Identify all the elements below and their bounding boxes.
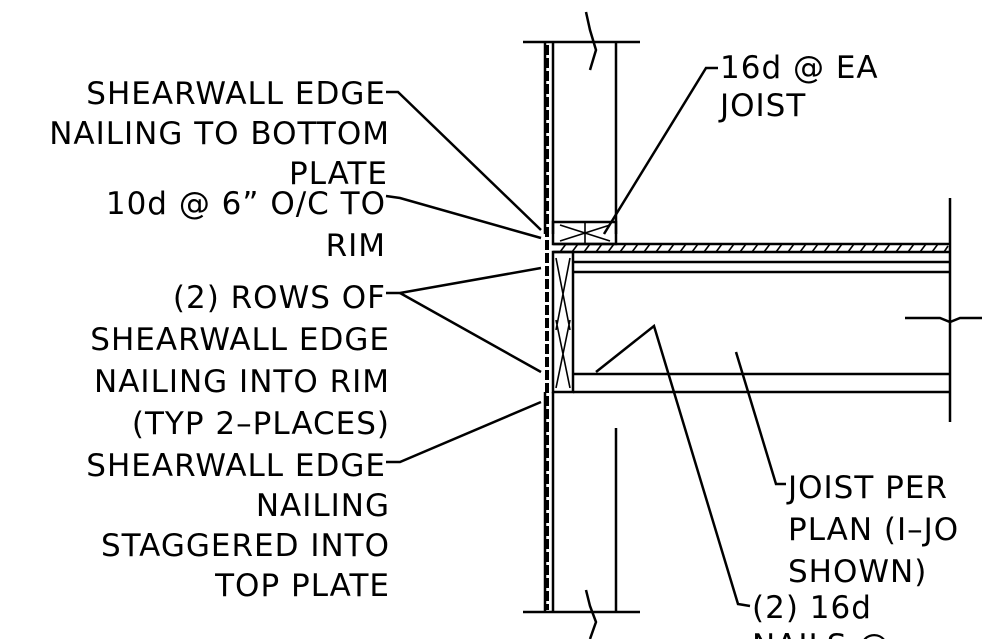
subfloor-sheathing — [553, 242, 950, 254]
svg-text:16d @ EA: 16d @ EA — [720, 50, 879, 86]
leader-lines — [385, 66, 786, 608]
svg-text:PLAN (I–JO: PLAN (I–JO — [788, 512, 959, 548]
svg-text:SHEARWALL EDGE: SHEARWALL EDGE — [86, 448, 386, 484]
svg-text:NAILING INTO RIM: NAILING INTO RIM — [94, 364, 390, 400]
svg-text:(TYP 2–PLACES): (TYP 2–PLACES) — [132, 406, 390, 442]
break-symbol-right — [905, 316, 982, 324]
svg-text:TOP PLATE: TOP PLATE — [214, 568, 390, 604]
svg-text:SHOWN): SHOWN) — [788, 554, 927, 590]
svg-text:JOIST: JOIST — [718, 88, 806, 124]
callout-joist-nails: 16d @ EA JOIST — [718, 50, 879, 124]
callout-staggered-top-plate: SHEARWALL EDGE NAILING STAGGERED INTO TO… — [86, 448, 390, 604]
svg-text:SHEARWALL EDGE: SHEARWALL EDGE — [86, 76, 386, 112]
callout-rows-into-rim: (2) ROWS OF SHEARWALL EDGE NAILING INTO … — [90, 280, 390, 442]
svg-text:10d @ 6” O/C TO: 10d @ 6” O/C TO — [106, 186, 386, 222]
svg-text:NAILS @: NAILS @ — [752, 628, 890, 639]
upper-wall — [523, 11, 640, 234]
callout-shearwall-bottom-plate: SHEARWALL EDGE NAILING TO BOTTOM PLATE — [49, 76, 390, 192]
svg-text:NAILING TO BOTTOM: NAILING TO BOTTOM — [49, 116, 390, 152]
i-joist — [573, 198, 982, 422]
lower-wall — [523, 392, 640, 639]
svg-text:STAGGERED INTO: STAGGERED INTO — [101, 528, 390, 564]
svg-text:JOIST PER: JOIST PER — [786, 470, 948, 506]
bottom-plate — [551, 220, 618, 246]
svg-text:SHEARWALL EDGE: SHEARWALL EDGE — [90, 322, 390, 358]
callout-joist-per-plan: JOIST PER PLAN (I–JO SHOWN) — [786, 470, 959, 590]
svg-text:PLATE: PLATE — [289, 156, 388, 192]
svg-text:(2) 16d: (2) 16d — [752, 590, 872, 626]
callout-rim-nailing: 10d @ 6” O/C TO RIM — [106, 186, 386, 264]
svg-text:NAILING: NAILING — [256, 488, 390, 524]
break-symbol-bottom — [584, 589, 598, 639]
svg-text:(2) ROWS OF: (2) ROWS OF — [173, 280, 386, 316]
rim-board — [551, 250, 575, 394]
break-symbol-top — [584, 11, 598, 71]
svg-text:RIM: RIM — [326, 228, 386, 264]
callout-two-16d-nails: (2) 16d NAILS @ — [752, 590, 890, 639]
